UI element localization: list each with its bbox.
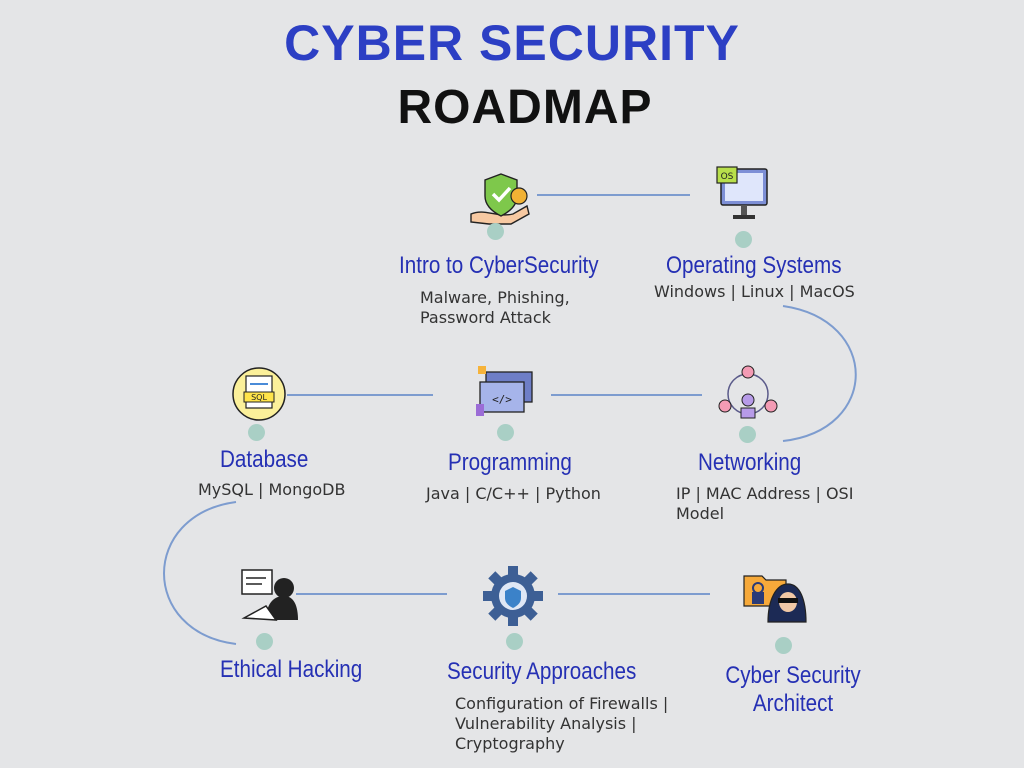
gear-shield-icon (483, 566, 543, 626)
node-label-networking: Networking (698, 449, 802, 476)
node-label-security: Security Approaches (447, 658, 637, 685)
node-label-architect: Cyber Security Architect (724, 662, 862, 718)
node-desc-security: Configuration of Firewalls |Vulnerabilit… (455, 694, 669, 753)
svg-text:SQL: SQL (251, 393, 267, 402)
node-label-os: Operating Systems (666, 252, 842, 279)
node-dot-ethical (256, 633, 273, 650)
node-label-intro: Intro to CyberSecurity (399, 252, 599, 279)
network-people-icon (718, 365, 778, 419)
svg-text:</>: </> (492, 393, 512, 406)
connector-database-ethical (163, 501, 237, 645)
architect-label-line-2: Architect (752, 690, 834, 717)
page-title: CYBER SECURITY (284, 15, 740, 71)
page-subtitle: ROADMAP (397, 81, 653, 134)
sql-database-icon: SQL (232, 367, 286, 421)
architect-label-line-1: Cyber Security (725, 662, 861, 689)
node-dot-intro (487, 223, 504, 240)
code-window-icon: </> (476, 366, 533, 416)
node-dot-database (248, 424, 265, 441)
node-dot-architect (775, 637, 792, 654)
node-label-programming: Programming (448, 449, 572, 476)
os-monitor-icon: OS (716, 166, 768, 219)
node-label-ethical: Ethical Hacking (220, 656, 363, 683)
svg-text:OS: OS (721, 172, 734, 182)
shield-check-hand-icon (470, 173, 530, 225)
hacker-laptop-icon (241, 569, 298, 621)
node-desc-intro: Malware, Phishing,Password Attack (420, 288, 570, 327)
node-dot-programming (497, 424, 514, 441)
node-desc-programming: Java | C/C++ | Python (426, 484, 601, 503)
connector-os-networking (782, 305, 857, 442)
node-dot-networking (739, 426, 756, 443)
hooded-hacker-folder-icon (743, 575, 807, 623)
node-desc-database: MySQL | MongoDB (198, 480, 346, 499)
node-label-database: Database (220, 446, 309, 473)
node-dot-os (735, 231, 752, 248)
node-dot-security (506, 633, 523, 650)
node-desc-os: Windows | Linux | MacOS (654, 282, 855, 301)
